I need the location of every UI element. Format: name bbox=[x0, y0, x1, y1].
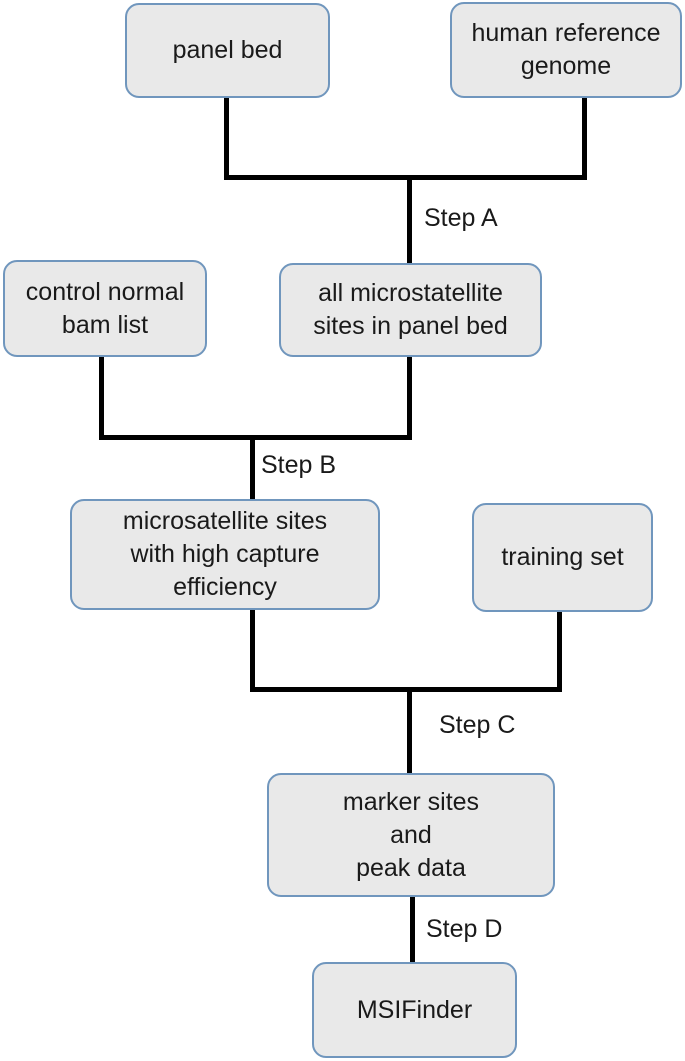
node-control-normal-bam-list: control normal bam list bbox=[3, 260, 207, 357]
node-high-capture-sites-label: microsatellite sites with high capture e… bbox=[122, 507, 328, 601]
node-high-capture-sites: microsatellite sites with high capture e… bbox=[70, 499, 380, 610]
step-a-label: Step A bbox=[424, 204, 498, 232]
connector-high-capture-down bbox=[250, 608, 255, 692]
connector-step-a-down bbox=[407, 175, 412, 267]
connector-all-sites-down bbox=[407, 355, 412, 440]
connector-step-d-down bbox=[410, 895, 415, 964]
node-marker-sites-peak-data-label: marker sites and peak data bbox=[342, 787, 480, 882]
connector-control-normal-down bbox=[99, 354, 104, 440]
node-msifinder: MSIFinder bbox=[312, 962, 517, 1058]
connector-step-a-merge bbox=[224, 175, 587, 180]
connector-human-reference-down bbox=[582, 96, 587, 180]
connector-step-c-merge bbox=[250, 687, 562, 692]
connector-step-b-merge bbox=[99, 435, 412, 440]
node-training-set-label: training set bbox=[501, 543, 624, 571]
node-human-reference-genome: human reference genome bbox=[450, 2, 682, 98]
node-panel-bed-label: panel bed bbox=[172, 36, 283, 64]
connector-training-set-down bbox=[557, 610, 562, 692]
step-d-label: Step D bbox=[426, 915, 503, 943]
node-marker-sites-peak-data: marker sites and peak data bbox=[267, 773, 555, 897]
step-c-label: Step C bbox=[439, 711, 516, 739]
node-msifinder-label: MSIFinder bbox=[356, 995, 473, 1024]
node-human-reference-genome-label: human reference genome bbox=[471, 19, 661, 80]
connector-step-b-down bbox=[250, 435, 255, 502]
node-all-microsatellite-sites: all microstatellite sites in panel bed bbox=[279, 263, 542, 357]
node-panel-bed: panel bed bbox=[125, 3, 330, 98]
connector-panel-bed-down bbox=[224, 96, 229, 180]
step-b-label: Step B bbox=[261, 451, 337, 479]
node-training-set: training set bbox=[472, 503, 653, 612]
connector-step-c-down bbox=[407, 687, 412, 776]
node-all-microsatellite-sites-label: all microstatellite sites in panel bed bbox=[313, 279, 508, 340]
node-control-normal-bam-list-label: control normal bam list bbox=[25, 277, 185, 339]
